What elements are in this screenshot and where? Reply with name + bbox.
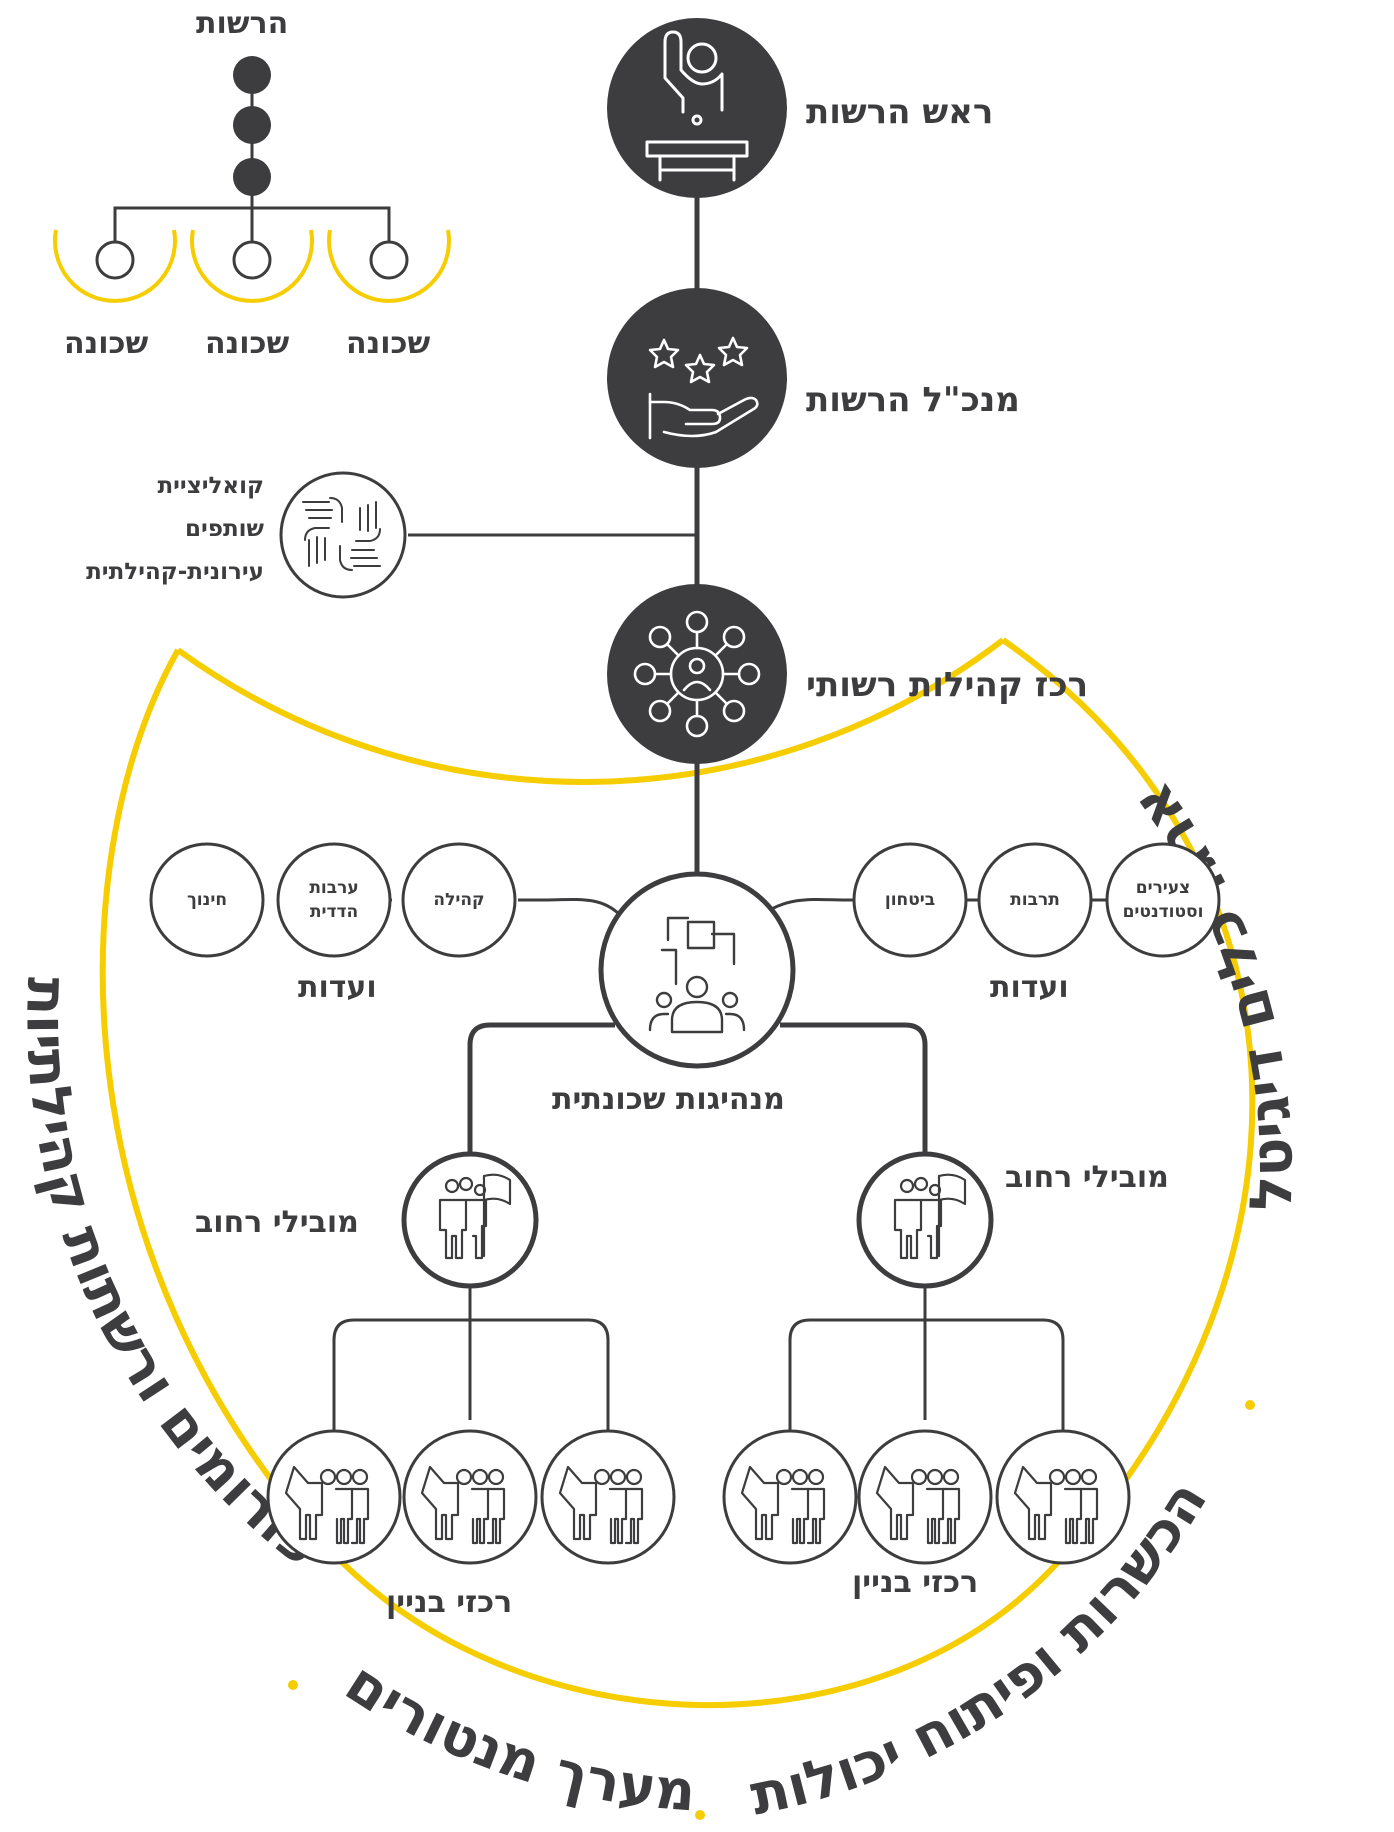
- committee-label: קהילה: [433, 890, 485, 910]
- building-node: [402, 1429, 538, 1565]
- committee-label: חינוך: [186, 890, 228, 910]
- street-leaders-label-left: מובילי רחוב: [195, 1205, 359, 1240]
- street-leaders-label-right: מובילי רחוב: [1005, 1160, 1169, 1195]
- authority-dot: [233, 158, 271, 196]
- team-meeting-icon: [648, 916, 746, 1034]
- street-leaders-node-right: [856, 1151, 994, 1289]
- outer-yellow-arc-body: [99, 637, 1256, 1709]
- separator-dot: [288, 1680, 298, 1690]
- building-node: [995, 1429, 1131, 1565]
- building-node: [266, 1429, 402, 1565]
- neighborhood-node: [232, 240, 272, 280]
- neighborhood-label: שכונה: [64, 326, 149, 361]
- community-center-label: רכז קהילות רשותי: [806, 665, 1089, 705]
- committee-label: צעירים וסטודנטים: [1122, 878, 1204, 922]
- committee-education: [149, 842, 265, 958]
- committee-community: [401, 842, 517, 958]
- mayor-node: [607, 18, 787, 198]
- community-network-icon: [633, 610, 761, 738]
- committees-left-label: ועדות: [298, 970, 377, 1005]
- committee-youth: [1105, 842, 1221, 958]
- podium-speaker-icon: [645, 30, 749, 182]
- building-coordinators-label-right: רכזי בניין: [852, 1565, 979, 1600]
- leadership-node: [598, 871, 796, 1069]
- neighborhood-label: שכונה: [205, 326, 290, 361]
- mayor-label: ראש הרשות: [806, 92, 994, 132]
- neighborhood-arc: [53, 229, 177, 303]
- neighborhood-arc: [190, 229, 314, 303]
- authority-title: הרשות: [196, 6, 289, 41]
- joined-hands-icon: [302, 497, 381, 571]
- neighborhood-arc: [327, 229, 451, 303]
- leadership-label: מנהיגות שכונתית: [552, 1082, 785, 1117]
- outer-yellow-arc: [176, 637, 1005, 785]
- committee-label: ערבות הדדית: [309, 878, 359, 922]
- building-node: [857, 1429, 993, 1565]
- committee-label: תרבות: [1010, 890, 1060, 910]
- neighborhood-node: [95, 240, 135, 280]
- committees-right-label: ועדות: [990, 970, 1069, 1005]
- ceo-label: מנכ"ל הרשות: [806, 380, 1020, 420]
- authority-dot: [233, 56, 271, 94]
- building-node: [540, 1429, 676, 1565]
- neighborhood-label: שכונה: [346, 326, 431, 361]
- committee-culture: [977, 842, 1093, 958]
- coalition-line: שותפים: [185, 516, 264, 542]
- coalition-line: קואליציית: [157, 473, 264, 499]
- committee-mutual-guarantee: [276, 842, 392, 958]
- authority-dot: [233, 106, 271, 144]
- separator-dot: [695, 1810, 705, 1820]
- coalition-line: עירונית-קהילתית: [86, 559, 264, 585]
- authority-mini-chart: [53, 56, 451, 303]
- separator-dot: [1245, 1400, 1255, 1410]
- arc-text-mentors: מערך מנטורים: [334, 1650, 698, 1824]
- coalition-label: קואליציית שותפים עירונית-קהילתית: [86, 465, 264, 594]
- committee-security: [852, 842, 968, 958]
- building-coordinators-label-left: רכזי בניין: [386, 1585, 513, 1620]
- stars-in-hand-icon: [648, 336, 759, 440]
- committee-label: ביטחון: [884, 890, 936, 910]
- neighborhood-node: [369, 240, 409, 280]
- coalition-node: [279, 471, 407, 599]
- street-leaders-node-left: [401, 1151, 539, 1289]
- building-node: [722, 1429, 858, 1565]
